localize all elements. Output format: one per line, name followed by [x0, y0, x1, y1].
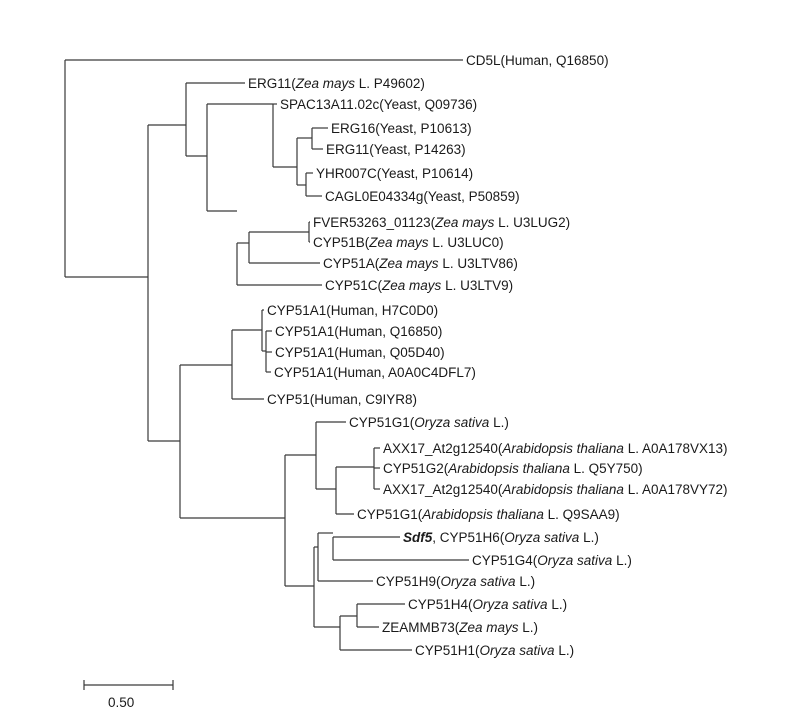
tip-label-cyp51g2-arab: CYP51G2(Arabidopsis thaliana L. Q5Y750)	[383, 461, 643, 476]
tip-label-part: CYP51A1(Human, Q05D40)	[275, 345, 445, 360]
tip-label-part: L. U3LUG2)	[494, 215, 570, 230]
tip-label-part: CD5L(Human, Q16850)	[466, 53, 609, 68]
tip-label-part: CYP51(Human, C9IYR8)	[267, 392, 417, 407]
tip-label-cagl0e04334g: CAGL0E04334g(Yeast, P50859)	[325, 189, 520, 204]
tip-label-part: L.)	[612, 553, 632, 568]
tip-label-part: Oryza sativa	[504, 530, 580, 545]
tip-label-erg11-yeast: ERG11(Yeast, P14263)	[326, 142, 466, 157]
tip-label-cyp51a1-q16850: CYP51A1(Human, Q16850)	[275, 324, 442, 339]
tip-label-cyp51h1-oryza: CYP51H1(Oryza sativa L.)	[415, 643, 574, 658]
tip-label-part: ERG11(	[248, 76, 296, 91]
tip-label-part: SPAC13A11.02c(Yeast, Q09736)	[280, 97, 477, 112]
scale-bar: 0.50	[83, 680, 174, 710]
tip-label-part: L. Q5Y750)	[570, 461, 643, 476]
tip-label-part: CYP51A1(Human, H7C0D0)	[267, 303, 438, 318]
tip-label-part: YHR007C(Yeast, P10614)	[316, 166, 473, 181]
tip-label-part: Arabidopsis thaliana	[501, 441, 624, 456]
tip-label-part: CYP51A1(Human, A0A0C4DFL7)	[274, 365, 476, 380]
tip-label-part: FVER53263_01123(	[313, 215, 436, 230]
tip-label-part: L. A0A178VY72)	[624, 482, 728, 497]
tip-label-part: , CYP51H6(	[432, 530, 505, 545]
tip-label-cyp51a1-h7c0d0: CYP51A1(Human, H7C0D0)	[267, 303, 438, 318]
tip-label-part: Zea mays	[368, 235, 429, 250]
tip-label-cyp51b-zea: CYP51B(Zea mays L. U3LUC0)	[313, 235, 504, 250]
tip-labels: CD5L(Human, Q16850)ERG11(Zea mays L. P49…	[248, 53, 728, 658]
tip-label-part: L. U3LTV9)	[441, 278, 513, 293]
tip-label-part: Oryza sativa	[473, 597, 549, 612]
tip-label-part: AXX17_At2g12540(	[383, 482, 503, 497]
tip-label-erg11-zea: ERG11(Zea mays L. P49602)	[248, 76, 425, 91]
tip-label-sdf5: Sdf5, CYP51H6(Oryza sativa L.)	[403, 530, 599, 545]
tip-label-part: L.)	[516, 574, 536, 589]
tip-label-part: CYP51H4(	[408, 597, 473, 612]
tip-label-part: L. P49602)	[355, 76, 425, 91]
tip-label-cyp51g1-arab: CYP51G1(Arabidopsis thaliana L. Q9SAA9)	[357, 507, 620, 522]
tip-label-part: Arabidopsis thaliana	[501, 482, 624, 497]
tip-label-part: L. A0A178VX13)	[624, 441, 728, 456]
tip-label-part: Zea mays	[295, 76, 356, 91]
tip-label-part: CYP51G1(	[349, 415, 415, 430]
tip-label-cd5l: CD5L(Human, Q16850)	[466, 53, 609, 68]
tip-label-part: L.)	[519, 620, 539, 635]
tip-label-cyp51c-zea: CYP51C(Zea mays L. U3LTV9)	[325, 278, 513, 293]
tip-label-part: Zea mays	[381, 278, 442, 293]
tip-label-part: CAGL0E04334g(Yeast, P50859)	[325, 189, 520, 204]
tip-label-cyp51g1-oryza: CYP51G1(Oryza sativa L.)	[349, 415, 509, 430]
tip-label-part: CYP51B(	[313, 235, 370, 250]
tip-label-part: Arabidopsis thaliana	[447, 461, 570, 476]
tip-label-part: ERG11(Yeast, P14263)	[326, 142, 466, 157]
tip-label-part: Oryza sativa	[414, 415, 490, 430]
tip-label-part: L. U3LTV86)	[439, 256, 518, 271]
tip-label-yhr007c: YHR007C(Yeast, P10614)	[316, 166, 473, 181]
tip-label-part: Oryza sativa	[537, 553, 613, 568]
tip-label-part: Sdf5	[403, 530, 433, 545]
tip-label-part: CYP51G4(	[472, 553, 538, 568]
tip-label-cyp51g4-oryza: CYP51G4(Oryza sativa L.)	[472, 553, 632, 568]
tip-label-part: CYP51A(	[323, 256, 380, 271]
tip-label-part: CYP51G2(	[383, 461, 449, 476]
tip-label-part: CYP51A1(Human, Q16850)	[275, 324, 442, 339]
tip-label-part: Zea mays	[458, 620, 519, 635]
tip-label-part: AXX17_At2g12540(	[383, 441, 503, 456]
scale-bar-label: 0.50	[108, 695, 134, 710]
tip-label-part: CYP51G1(	[357, 507, 423, 522]
tree-branches	[64, 59, 469, 651]
tip-label-erg16-yeast: ERG16(Yeast, P10613)	[331, 121, 472, 136]
tip-label-part: CYP51H1(	[415, 643, 480, 658]
tip-label-part: L. Q9SAA9)	[544, 507, 620, 522]
tip-label-part: CYP51C(	[325, 278, 383, 293]
tip-label-part: L. U3LUC0)	[429, 235, 504, 250]
tip-label-part: ZEAMMB73(	[382, 620, 460, 635]
tip-label-cyp51a1-a0a0c4: CYP51A1(Human, A0A0C4DFL7)	[274, 365, 476, 380]
tip-label-cyp51a1-q05d40: CYP51A1(Human, Q05D40)	[275, 345, 445, 360]
tip-label-zeammb73: ZEAMMB73(Zea mays L.)	[382, 620, 538, 635]
tip-label-cyp51h9-oryza: CYP51H9(Oryza sativa L.)	[376, 574, 535, 589]
tip-label-part: Zea mays	[434, 215, 495, 230]
tip-label-cyp51h4-oryza: CYP51H4(Oryza sativa L.)	[408, 597, 567, 612]
tip-label-part: L.)	[548, 597, 568, 612]
tip-label-part: Zea mays	[378, 256, 439, 271]
tip-label-part: ERG16(Yeast, P10613)	[331, 121, 472, 136]
tip-label-axx17-vx13: AXX17_At2g12540(Arabidopsis thaliana L. …	[383, 441, 728, 456]
tip-label-part: Oryza sativa	[441, 574, 517, 589]
tip-label-cyp51-human: CYP51(Human, C9IYR8)	[267, 392, 417, 407]
tip-label-part: Oryza sativa	[480, 643, 556, 658]
tip-label-cyp51a-zea: CYP51A(Zea mays L. U3LTV86)	[323, 256, 518, 271]
tip-label-fver53263: FVER53263_01123(Zea mays L. U3LUG2)	[313, 215, 570, 230]
tip-label-spac13a11: SPAC13A11.02c(Yeast, Q09736)	[280, 97, 477, 112]
tip-label-part: CYP51H9(	[376, 574, 441, 589]
tip-label-part: L.)	[555, 643, 575, 658]
tip-label-axx17-vy72: AXX17_At2g12540(Arabidopsis thaliana L. …	[383, 482, 728, 497]
tip-label-part: Arabidopsis thaliana	[421, 507, 544, 522]
tip-label-part: L.)	[489, 415, 509, 430]
tip-label-part: L.)	[579, 530, 599, 545]
